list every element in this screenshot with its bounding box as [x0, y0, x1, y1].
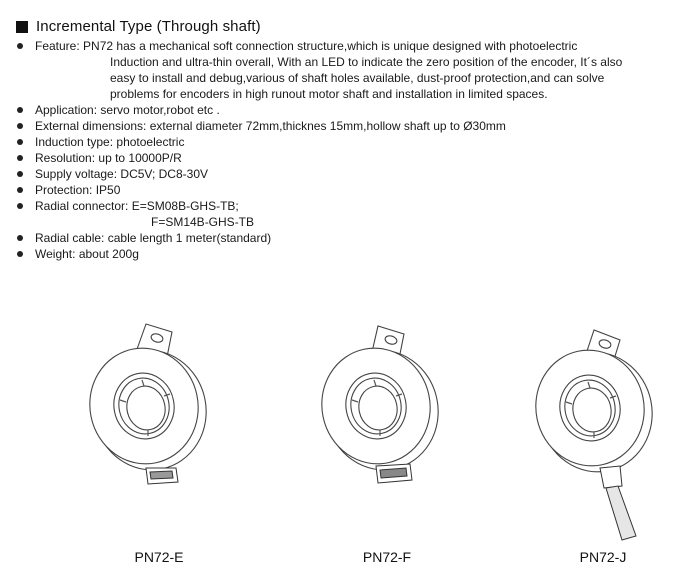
product-pn72-f: PN72-F [292, 300, 482, 588]
product-gallery: PN72-E PN72-F [0, 300, 680, 588]
spec-value-line: F=SM14B-GHS-TB [151, 215, 255, 229]
bullet-icon [17, 155, 23, 161]
bullet-icon [17, 123, 23, 129]
spec-label: Resolution: [35, 151, 96, 165]
spec-connector: Radial connector: E=SM08B-GHS-TB; F=SM14… [14, 198, 674, 230]
spec-value: IP50 [95, 183, 121, 197]
spec-weight: Weight: about 200g [14, 246, 674, 262]
spec-label: Radial cable: [35, 231, 105, 245]
bullet-icon [17, 235, 23, 241]
product-pn72-j: PN72-J [508, 300, 680, 588]
spec-value-line: problems for encoders in high runout mot… [110, 87, 548, 101]
spec-value-line: Induction and ultra-thin overall, With a… [110, 55, 623, 69]
product-name: PN72-E [134, 549, 184, 565]
bullet-icon [17, 251, 23, 257]
spec-supply: Supply voltage: DC5V; DC8-30V [14, 166, 674, 182]
spec-label: Induction type: [35, 135, 114, 149]
spec-protection: Protection: IP50 [14, 182, 674, 198]
spec-dimensions: External dimensions: external diameter 7… [14, 118, 674, 134]
bullet-icon [17, 203, 23, 209]
spec-label: Radial connector: [35, 199, 129, 213]
spec-label: External dimensions: [35, 119, 147, 133]
bullet-icon [17, 139, 23, 145]
spec-value: servo motor,robot etc . [100, 103, 220, 117]
spec-value: E=SM08B-GHS-TB; [131, 199, 239, 213]
heading-text: Incremental Type (Through shaft) [36, 18, 261, 35]
spec-resolution: Resolution: up to 10000P/R [14, 150, 674, 166]
spec-label: Weight: [35, 247, 76, 261]
spec-value: about 200g [78, 247, 139, 261]
section-heading: Incremental Type (Through shaft) [16, 18, 261, 35]
bullet-icon [17, 187, 23, 193]
spec-value: PN72 has a mechanical soft connection st… [83, 39, 578, 53]
encoder-f-illustration [321, 325, 439, 484]
spec-value: photoelectric [116, 135, 185, 149]
spec-feature: Feature: PN72 has a mechanical soft conn… [14, 38, 674, 102]
spec-value: external diameter 72mm,thicknes 15mm,hol… [149, 119, 506, 133]
encoder-e-illustration [89, 323, 207, 485]
bullet-icon [17, 43, 23, 49]
spec-value: up to 10000P/R [98, 151, 182, 165]
product-name: PN72-J [579, 549, 627, 565]
square-bullet-icon [16, 20, 28, 33]
product-name: PN72-F [362, 549, 412, 565]
spec-label: Protection: [35, 183, 93, 197]
spec-value: DC5V; DC8-30V [120, 167, 208, 181]
spec-application: Application: servo motor,robot etc . [14, 102, 674, 118]
spec-value-line: easy to install and debug,various of sha… [110, 71, 605, 85]
spec-value: cable length 1 meter(standard) [107, 231, 272, 245]
bullet-icon [17, 171, 23, 177]
spec-label: Application: [35, 103, 98, 117]
spec-cable: Radial cable: cable length 1 meter(stand… [14, 230, 674, 246]
spec-list: Feature: PN72 has a mechanical soft conn… [14, 38, 674, 262]
spec-label: Supply voltage: [35, 167, 118, 181]
product-pn72-e: PN72-E [64, 300, 254, 588]
spec-induction: Induction type: photoelectric [14, 134, 674, 150]
bullet-icon [17, 107, 23, 113]
encoder-j-illustration [535, 329, 653, 541]
spec-label: Feature: [35, 39, 80, 53]
